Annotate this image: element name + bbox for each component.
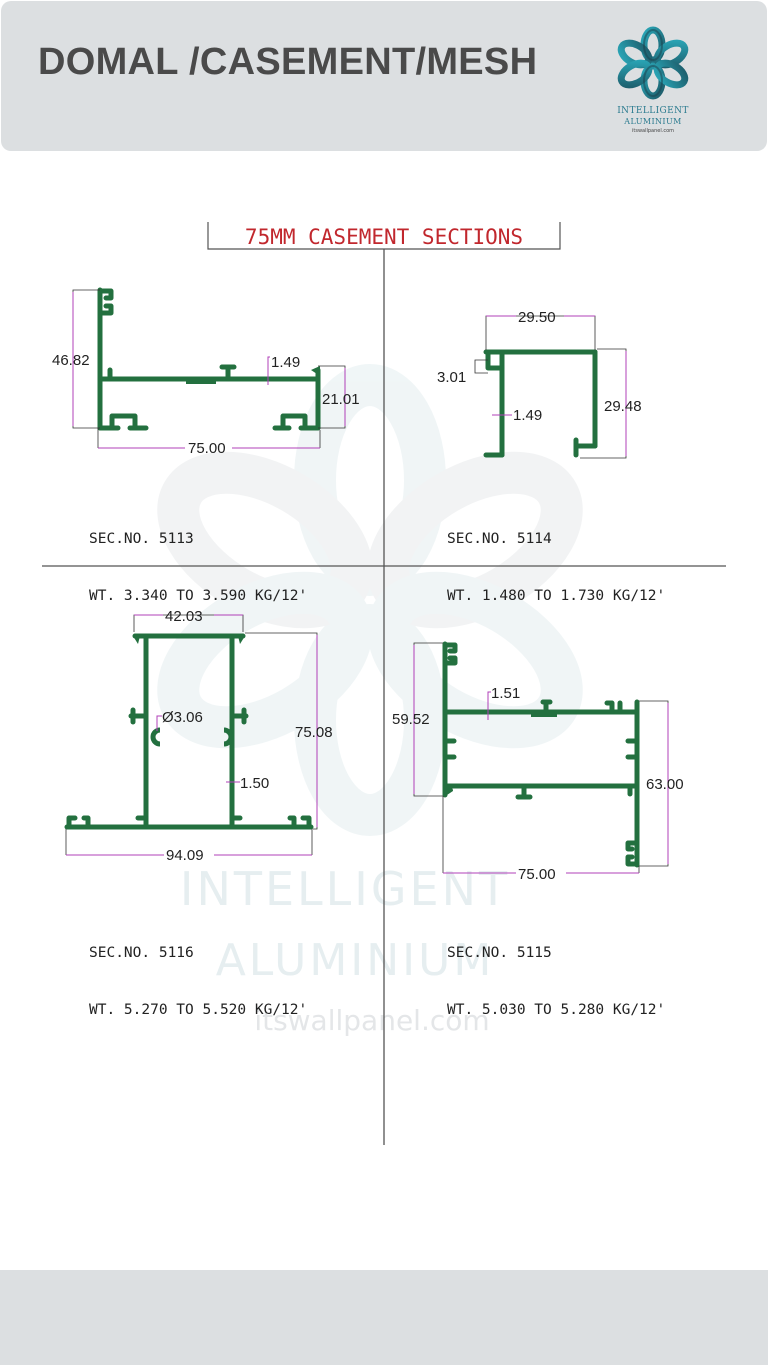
sections-drawing: INTELLIGENT ALUMINIUM itswallpanel.com 7… xyxy=(42,222,726,1145)
svg-text:94.09: 94.09 xyxy=(166,847,204,864)
svg-text:1.49: 1.49 xyxy=(513,407,542,424)
section-5114-weight: WT. 1.480 TO 1.730 KG/12' xyxy=(447,588,666,604)
svg-text:75.00: 75.00 xyxy=(518,866,556,883)
section-5115-number: SEC.NO. 5115 xyxy=(447,945,552,961)
watermark-url: itswallpanel.com xyxy=(254,1004,489,1037)
section-5114-label: SEC.NO. 5114 WT. 1.480 TO 1.730 KG/12' xyxy=(447,492,665,625)
svg-text:29.48: 29.48 xyxy=(604,398,642,415)
footer-band xyxy=(0,1270,768,1365)
watermark-intelligent: INTELLIGENT xyxy=(180,862,510,916)
section-5113-label: SEC.NO. 5113 WT. 3.340 TO 3.590 KG/12' xyxy=(89,492,307,625)
svg-text:21.01: 21.01 xyxy=(322,391,360,408)
svg-text:63.00: 63.00 xyxy=(646,776,684,793)
logo-text-aluminium: ALUMINIUM xyxy=(624,117,682,126)
brand-logo: INTELLIGENT ALUMINIUM itswallpanel.com xyxy=(613,23,693,143)
section-5113-profile xyxy=(97,287,321,431)
section-5116-weight: WT. 5.270 TO 5.520 KG/12' xyxy=(89,1002,308,1018)
svg-text:75.00: 75.00 xyxy=(188,440,226,457)
svg-text:1.50: 1.50 xyxy=(240,775,269,792)
page-title: DOMAL /CASEMENT/MESH xyxy=(38,41,538,83)
svg-text:Ø3.06: Ø3.06 xyxy=(162,709,203,726)
svg-text:42.03: 42.03 xyxy=(165,608,203,625)
logo-url: itswallpanel.com xyxy=(631,128,675,134)
svg-text:29.50: 29.50 xyxy=(518,309,556,326)
section-5114-number: SEC.NO. 5114 xyxy=(447,531,552,547)
svg-text:3.01: 3.01 xyxy=(437,369,466,386)
section-5115-dimensions: 59.52 1.51 63.00 75.00 xyxy=(392,642,684,883)
svg-text:75.08: 75.08 xyxy=(295,724,333,741)
section-5114-profile xyxy=(483,349,598,458)
section-5114-dimensions: 29.50 29.48 3.01 1.49 xyxy=(437,309,642,459)
section-5113-dimensions: 46.82 21.01 75.00 1.49 xyxy=(52,289,360,457)
knot-logo-icon xyxy=(617,26,689,100)
svg-text:1.51: 1.51 xyxy=(491,685,520,702)
section-5116-label: SEC.NO. 5116 WT. 5.270 TO 5.520 KG/12' xyxy=(89,906,307,1039)
section-5115-label: SEC.NO. 5115 WT. 5.030 TO 5.280 KG/12' xyxy=(447,906,665,1039)
svg-text:59.52: 59.52 xyxy=(392,711,430,728)
svg-text:1.49: 1.49 xyxy=(271,354,300,371)
section-5113-weight: WT. 3.340 TO 3.590 KG/12' xyxy=(89,588,308,604)
section-5116-dimensions: 42.03 75.08 Ø3.06 1.50 94.09 xyxy=(65,608,333,864)
section-5116-number: SEC.NO. 5116 xyxy=(89,945,194,961)
section-5116-profile xyxy=(64,633,314,830)
svg-text:46.82: 46.82 xyxy=(52,352,90,369)
header-banner: DOMAL /CASEMENT/MESH INTELLIG xyxy=(1,1,767,151)
section-5115-profile xyxy=(442,641,640,868)
watermark-aluminium: ALUMINIUM xyxy=(216,935,495,986)
logo-text-intelligent: INTELLIGENT xyxy=(617,106,689,116)
svg-text:75MM CASEMENT SECTIONS: 75MM CASEMENT SECTIONS xyxy=(245,225,523,249)
drawing-title: 75MM CASEMENT SECTIONS xyxy=(207,222,561,250)
section-5113-number: SEC.NO. 5113 xyxy=(89,531,194,547)
section-5115-weight: WT. 5.030 TO 5.280 KG/12' xyxy=(447,1002,666,1018)
